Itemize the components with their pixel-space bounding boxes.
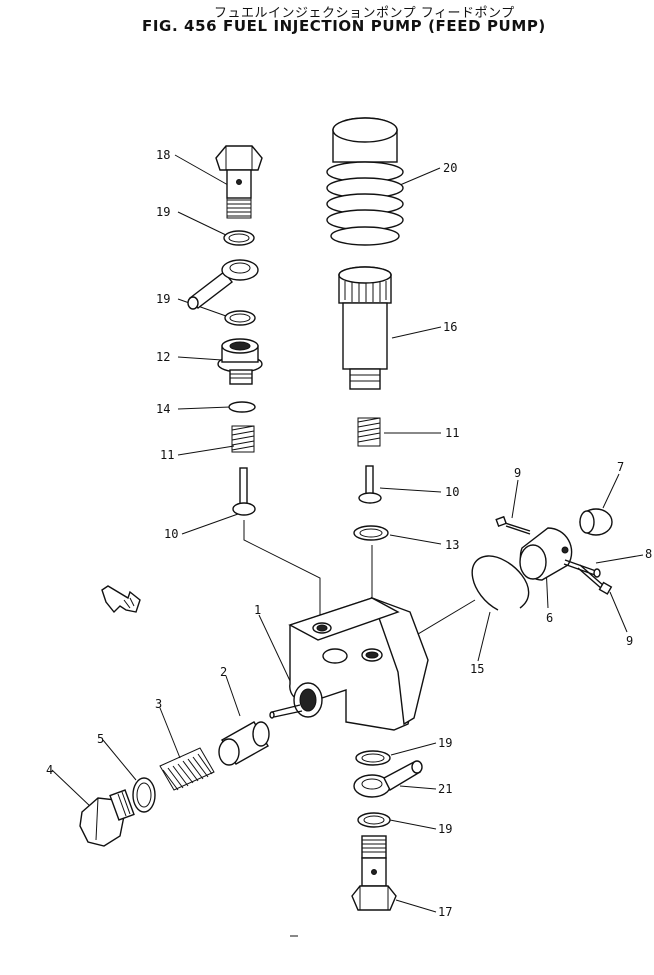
callout-11: 11	[160, 448, 174, 462]
callout-20: 20	[443, 161, 457, 175]
eye-bolt-part-17	[351, 835, 397, 911]
callout-11: 11	[445, 426, 459, 440]
washer-part-19	[357, 812, 391, 828]
callout-5: 5	[97, 732, 104, 746]
washer-part-19	[223, 230, 255, 246]
callout-19: 19	[438, 736, 452, 750]
pin-part-9	[577, 564, 613, 595]
leader-lines	[51, 154, 644, 913]
valve-part-10	[358, 465, 382, 504]
spring-part-3	[159, 747, 215, 791]
callout-8: 8	[645, 547, 652, 561]
eye-bolt-part-18	[215, 145, 263, 219]
callout-15: 15	[470, 662, 484, 676]
callout-3: 3	[155, 697, 162, 711]
snap-ring-part-15	[471, 555, 530, 611]
connector-part-12	[217, 338, 263, 385]
pin-part-8	[563, 559, 601, 578]
sleeve-part-2	[218, 721, 270, 766]
callout-2: 2	[220, 665, 227, 679]
callout-4: 4	[46, 763, 53, 777]
direction-arrow-icon	[101, 585, 141, 614]
priming-pump-part-16	[338, 266, 392, 390]
washer-part-19	[224, 310, 256, 326]
figure-title: FIG. 456 FUEL INJECTION PUMP (FEED PUMP)	[142, 17, 546, 35]
callout-17: 17	[438, 905, 452, 919]
o-ring-part-14	[228, 401, 256, 413]
callout-10: 10	[445, 485, 459, 499]
roller-part-7	[579, 508, 613, 536]
callout-1: 1	[254, 603, 261, 617]
callout-19: 19	[156, 292, 170, 306]
bellows-part-20	[326, 117, 404, 246]
callout-6: 6	[546, 611, 553, 625]
title-japanese: フュエルインジェクションポンプ フィードポンプ	[214, 6, 515, 21]
callout-7: 7	[617, 460, 624, 474]
callout-9: 9	[626, 634, 633, 648]
washer-part-19	[355, 750, 391, 766]
valve-part-10	[232, 467, 256, 516]
callout-21: 21	[438, 782, 452, 796]
pin-part-9	[495, 515, 531, 535]
callout-9: 9	[514, 466, 521, 480]
callout-labels: 18 19 19 12 14 11 10 20 16 11 10 13 9 7 …	[46, 148, 652, 919]
spring-part-11	[231, 425, 255, 453]
callout-19: 19	[438, 822, 452, 836]
plug-part-4	[79, 789, 135, 847]
callout-18: 18	[156, 148, 170, 162]
tappet-collar-part-6	[519, 527, 573, 581]
callout-13: 13	[445, 538, 459, 552]
banjo-fitting-part-21	[353, 760, 423, 798]
gasket-part-13	[353, 525, 389, 541]
callout-16: 16	[443, 320, 457, 334]
callout-14: 14	[156, 402, 170, 416]
pump-body-part-1	[269, 596, 429, 731]
banjo-fitting-upper	[187, 259, 259, 310]
callout-10: 10	[164, 527, 178, 541]
callout-19: 19	[156, 205, 170, 219]
callout-12: 12	[156, 350, 170, 364]
spring-part-11	[357, 417, 381, 447]
